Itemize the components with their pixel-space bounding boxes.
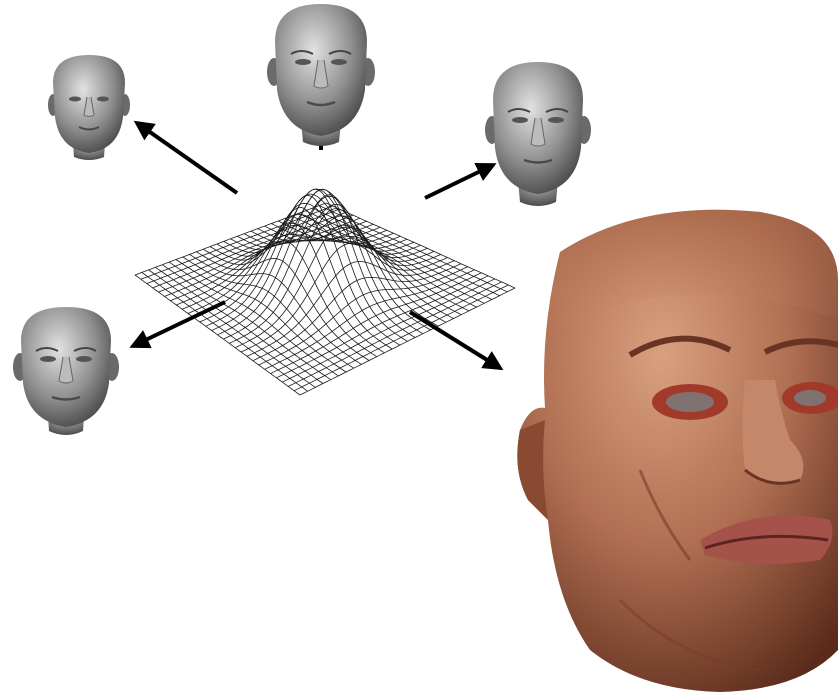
mesh-line-v-18 xyxy=(241,243,447,352)
mesh-line-u-26 xyxy=(312,208,499,296)
face-top-left xyxy=(48,55,130,160)
mesh-line-v-23 xyxy=(271,273,482,374)
gaussian-mesh-surface xyxy=(135,189,515,395)
face-textured xyxy=(517,210,838,692)
face-top-center xyxy=(267,4,375,146)
arrow-right xyxy=(425,165,493,198)
mesh-line-u-24 xyxy=(299,213,485,303)
arrows xyxy=(133,123,500,368)
mesh-line-v-26 xyxy=(288,282,501,387)
arrow-top-left xyxy=(137,123,237,193)
mesh-line-u-4 xyxy=(162,265,330,380)
mesh-line-u-28 xyxy=(326,203,515,288)
face-right xyxy=(485,62,591,206)
mesh-line-v-12 xyxy=(206,194,407,326)
mesh-line-v-21 xyxy=(259,267,468,365)
face-left xyxy=(13,307,119,435)
mesh-line-v-4 xyxy=(159,215,353,292)
mesh-line-v-2 xyxy=(147,209,340,284)
mesh-line-u-7 xyxy=(183,257,354,368)
arrow-textured xyxy=(410,312,500,368)
